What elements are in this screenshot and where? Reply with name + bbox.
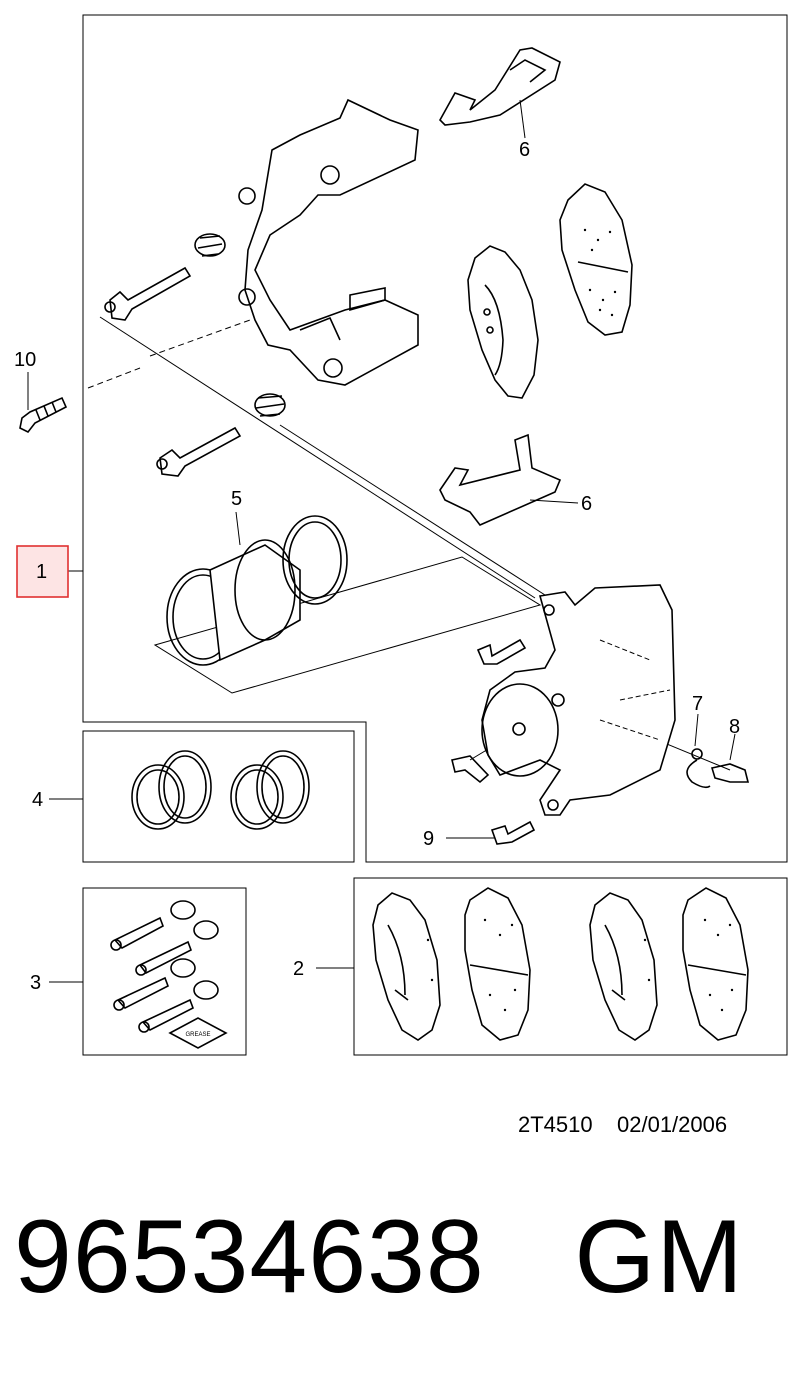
bleeder-cap-7 xyxy=(686,748,711,789)
grease-label: GREASE xyxy=(185,1032,210,1038)
brake-pad-outer xyxy=(559,183,633,336)
caliper-housing xyxy=(481,584,676,816)
leader-lines xyxy=(27,99,736,983)
caliper-bracket xyxy=(238,98,419,386)
caliper-bolt-9 xyxy=(490,820,536,845)
callout-4[interactable]: 4 xyxy=(32,789,43,811)
guide-pin-kit-3 xyxy=(110,900,228,1049)
kit-frame-4 xyxy=(82,730,355,863)
callout-8[interactable]: 8 xyxy=(729,716,740,738)
guide-pin-boot-lower xyxy=(254,393,286,417)
guide-pin-upper xyxy=(104,266,192,321)
part-number: 96534638 xyxy=(14,1199,485,1315)
caption-gap xyxy=(485,1199,575,1315)
diagram-date: 02/01/2006 xyxy=(617,1112,728,1137)
callout-7[interactable]: 7 xyxy=(692,693,703,715)
brake-pad-inner xyxy=(467,245,539,399)
piston-seal-kit xyxy=(153,515,542,694)
banjo-fitting xyxy=(451,755,490,784)
anti-rattle-spring-top xyxy=(439,47,561,126)
brand-name: GM xyxy=(574,1199,744,1315)
part-caption: 96534638 GM xyxy=(14,1205,744,1309)
diagram-code: 2T4510 xyxy=(518,1112,593,1137)
callout-5[interactable]: 5 xyxy=(231,488,242,510)
assembly-frame xyxy=(82,14,788,863)
kit-frame-2 xyxy=(353,877,788,1056)
callout-3[interactable]: 3 xyxy=(30,972,41,994)
seal-kit-4 xyxy=(131,750,310,830)
callout-1-highlight[interactable] xyxy=(16,545,69,598)
bolt-10 xyxy=(19,396,68,434)
brake-pad-kit-2 xyxy=(372,887,749,1041)
callout-9[interactable]: 9 xyxy=(423,828,434,850)
bleeder-screw-8 xyxy=(710,763,750,783)
callout-10[interactable]: 10 xyxy=(14,349,36,371)
guide-pin-boot-upper xyxy=(194,233,226,257)
callout-2[interactable]: 2 xyxy=(293,958,304,980)
callout-6a[interactable]: 6 xyxy=(519,139,530,161)
callout-1[interactable]: 1 xyxy=(36,561,47,583)
guide-pin-lower xyxy=(156,426,242,477)
kit-frame-3 xyxy=(82,887,247,1056)
anti-rattle-spring-bottom xyxy=(439,433,562,526)
caliper-bolt-upper xyxy=(476,638,527,665)
callout-6b[interactable]: 6 xyxy=(581,493,592,515)
